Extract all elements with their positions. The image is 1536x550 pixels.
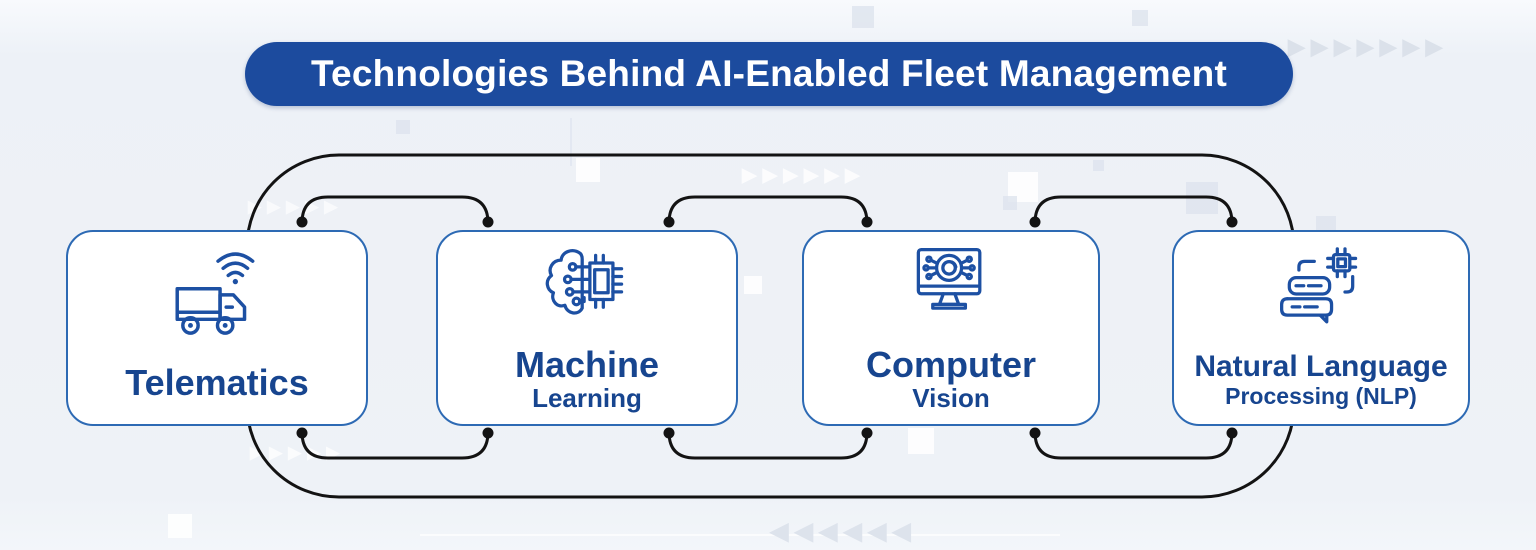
brain-circuit-chip-icon [545,249,624,315]
title-banner: Technologies Behind AI-Enabled Fleet Man… [245,42,1293,106]
card-machine-learning: Machine Learning [436,230,738,426]
card-title: Telematics [125,362,309,404]
card-subtitle: Vision [912,382,990,413]
bottom-connector-1-2 [300,431,490,460]
outer-loop-connector [245,153,1296,499]
bottom-connector-2-3 [667,431,869,460]
card-title: Natural Language [1194,350,1448,384]
card-title: Machine [514,344,660,386]
truck-wifi-icon [175,252,255,335]
chat-bubbles-chip-icon [1280,247,1358,324]
card-subtitle: Processing (NLP) [1225,382,1417,409]
connector-endpoint-dots [296,216,1238,439]
top-connector-2-3 [667,195,869,224]
monitor-vision-eye-icon [916,248,982,310]
card-title: Computer [866,344,1036,386]
card-computer-vision: Computer Vision [802,230,1100,426]
card-telematics: Telematics [66,230,368,426]
top-connector-3-4 [1033,195,1234,224]
page-title: Technologies Behind AI-Enabled Fleet Man… [310,53,1227,94]
card-subtitle: Learning [532,382,642,413]
bottom-connector-3-4 [1033,431,1234,460]
top-connector-1-2 [300,195,490,224]
card-nlp: Natural Language Processing (NLP) [1172,230,1470,426]
